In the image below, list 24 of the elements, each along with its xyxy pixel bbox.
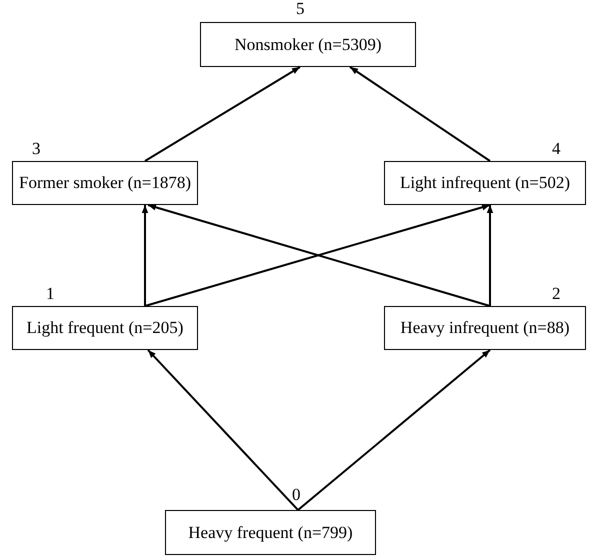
level-number: 5 <box>296 0 304 17</box>
arrow <box>297 349 491 511</box>
level-number: 4 <box>552 140 560 157</box>
level-number: 1 <box>46 285 54 302</box>
group-label: Nonsmoker (n=5309) <box>234 34 382 54</box>
group-label: Heavy frequent (n=799) <box>188 522 353 542</box>
group-label: Former smoker (n=1878) <box>18 173 191 193</box>
group-box <box>384 161 586 205</box>
level-number: 0 <box>292 486 300 503</box>
level-number: 2 <box>552 285 560 302</box>
arrow <box>142 205 148 306</box>
arrow <box>349 66 491 162</box>
group-box <box>12 161 198 205</box>
arrow <box>144 66 301 162</box>
group-box <box>200 22 416 67</box>
group-box <box>384 306 586 350</box>
arrow <box>147 349 299 511</box>
group-label: Heavy infrequent (n=88) <box>400 318 570 338</box>
group-label: Light frequent (n=205) <box>26 318 184 338</box>
group-box <box>165 510 376 555</box>
group-box <box>12 306 198 350</box>
arrow <box>486 205 494 306</box>
level-number: 3 <box>32 140 40 157</box>
group-label: Light infrequent (n=502) <box>400 173 570 193</box>
